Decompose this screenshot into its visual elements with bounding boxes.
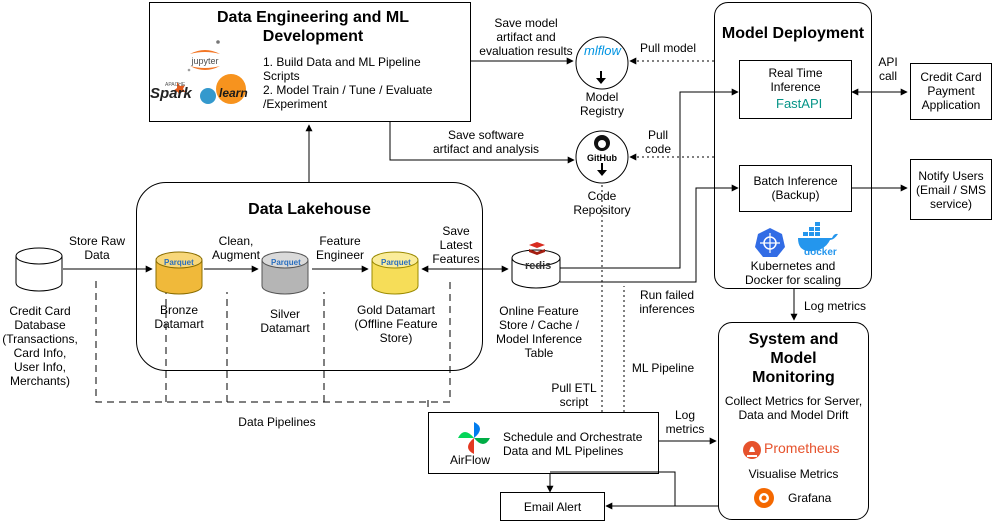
model-registry-label: Model Registry bbox=[579, 90, 624, 118]
jupyter-icon bbox=[187, 40, 220, 72]
kubernetes-icon bbox=[755, 228, 785, 257]
spark-star-icon bbox=[173, 82, 186, 96]
parquet-gold-tag: Parquet bbox=[381, 258, 411, 267]
redis-logo-text: redis bbox=[525, 260, 552, 272]
de-step-1: 1. Build Data and ML Pipeline Scripts bbox=[263, 55, 421, 83]
data-lakehouse-title: Data Lakehouse bbox=[248, 201, 371, 218]
realtime-inference-label: Real Time Inference bbox=[768, 66, 823, 94]
cc-app-label: Credit Card Payment Application bbox=[920, 70, 982, 112]
label-ml-pipeline: ML Pipeline bbox=[631, 361, 695, 375]
spark-apache-text: APACHE bbox=[165, 82, 186, 88]
label-api-call: API call bbox=[878, 55, 898, 83]
airflow-box bbox=[428, 412, 659, 474]
prometheus-logo-text: Prometheus bbox=[764, 440, 840, 456]
edge-save-software bbox=[389, 122, 575, 164]
label-save-latest: Save Latest Features bbox=[432, 224, 480, 266]
airflow-text: Schedule and Orchestrate Data and ML Pip… bbox=[503, 430, 643, 458]
spark-logo-text: Spark bbox=[150, 85, 192, 102]
data-engineering-box bbox=[149, 2, 471, 122]
parquet-silver-tag: Parquet bbox=[271, 258, 301, 267]
silver-datamart-label: Silver Datamart bbox=[260, 307, 310, 335]
batch-inference-box bbox=[739, 165, 852, 212]
label-run-failed: Run failed inferences bbox=[639, 288, 695, 316]
github-logo-icon bbox=[594, 135, 610, 151]
label-data-pipelines: Data Pipelines bbox=[238, 415, 316, 429]
docker-icon bbox=[798, 222, 838, 252]
edge-redis-realtime bbox=[560, 88, 739, 269]
parquet-bronze-tag: Parquet bbox=[164, 258, 194, 267]
batch-inference-label: Batch Inference (Backup) bbox=[753, 174, 838, 202]
airflow-name: AirFlow bbox=[449, 453, 490, 467]
fastapi-logo-text: FastAPI bbox=[776, 96, 823, 111]
email-alert-label: Email Alert bbox=[523, 500, 582, 514]
airflow-pinwheel-icon bbox=[458, 422, 490, 454]
redis-logo-icon bbox=[529, 242, 545, 255]
label-feature-engineer: Feature Engineer bbox=[315, 234, 365, 262]
data-pipelines-dashed bbox=[95, 281, 451, 412]
sklearn-logo-text: learn bbox=[219, 86, 248, 100]
silver-cylinder bbox=[261, 251, 309, 295]
credit-db-label: Credit Card Database (Transactions, Card… bbox=[2, 304, 78, 388]
model-deployment-title: Model Deployment bbox=[721, 25, 865, 42]
jupyter-logo-text: jupyter bbox=[191, 56, 219, 66]
bronze-datamart-label: Bronze Datamart bbox=[154, 303, 204, 331]
code-repository-label: Code Repository bbox=[573, 189, 631, 217]
online-store-cylinder bbox=[511, 249, 561, 289]
k8s-caption: Kubernetes and Docker for scaling bbox=[744, 259, 842, 287]
docker-logo-text: docker bbox=[804, 247, 837, 258]
cc-app-box bbox=[910, 63, 992, 120]
grafana-logo-text: Grafana bbox=[788, 491, 832, 505]
monitoring-collect: Collect Metrics for Server, Data and Mod… bbox=[724, 394, 863, 422]
visualise-metrics-label: Visualise Metrics bbox=[748, 467, 839, 481]
mlflow-arrow-icon bbox=[596, 71, 606, 84]
label-clean: Clean, Augment bbox=[211, 234, 261, 262]
credit-db-cylinder bbox=[15, 247, 63, 292]
notify-label: Notify Users (Email / SMS service) bbox=[915, 169, 986, 211]
mlflow-logo-text: mlflow bbox=[584, 43, 621, 58]
monitoring-box bbox=[718, 322, 869, 520]
data-engineering-title: Data Engineering and ML Development bbox=[216, 9, 409, 45]
bronze-cylinder bbox=[155, 251, 203, 295]
label-log-metrics-top: Log metrics bbox=[803, 299, 867, 313]
label-pull-code: Pull code bbox=[644, 128, 672, 156]
label-save-software: Save software artifact and analysis bbox=[432, 128, 540, 156]
label-store-raw: Store Raw Data bbox=[68, 234, 126, 262]
model-deployment-box bbox=[714, 2, 872, 289]
de-step-2: 2. Model Train / Tune / Evaluate /Experi… bbox=[263, 83, 433, 111]
gold-datamart-label: Gold Datamart (Offline Feature Store) bbox=[354, 303, 438, 345]
github-logo-text: GitHub bbox=[587, 153, 617, 163]
github-circle bbox=[575, 130, 629, 184]
label-log-metrics-bottom: Log metrics bbox=[665, 408, 705, 436]
prometheus-flame-icon bbox=[743, 441, 761, 459]
realtime-inference-box bbox=[739, 60, 852, 119]
label-pull-etl: Pull ETL script bbox=[551, 381, 597, 409]
edge-monitor-email bbox=[550, 471, 718, 507]
grafana-icon bbox=[754, 488, 774, 508]
email-alert-box bbox=[500, 492, 605, 521]
label-save-model: Save model artifact and evaluation resul… bbox=[479, 16, 573, 58]
model-registry-circle bbox=[575, 36, 629, 90]
data-lakehouse-box bbox=[136, 182, 483, 371]
label-pull-model: Pull model bbox=[639, 41, 697, 55]
gold-cylinder bbox=[371, 251, 419, 295]
edge-redis-batch bbox=[560, 184, 739, 283]
monitoring-title: System and Model Monitoring bbox=[748, 331, 839, 386]
online-store-label: Online Feature Store / Cache / Model Inf… bbox=[495, 304, 583, 360]
sklearn-icon bbox=[200, 74, 246, 104]
